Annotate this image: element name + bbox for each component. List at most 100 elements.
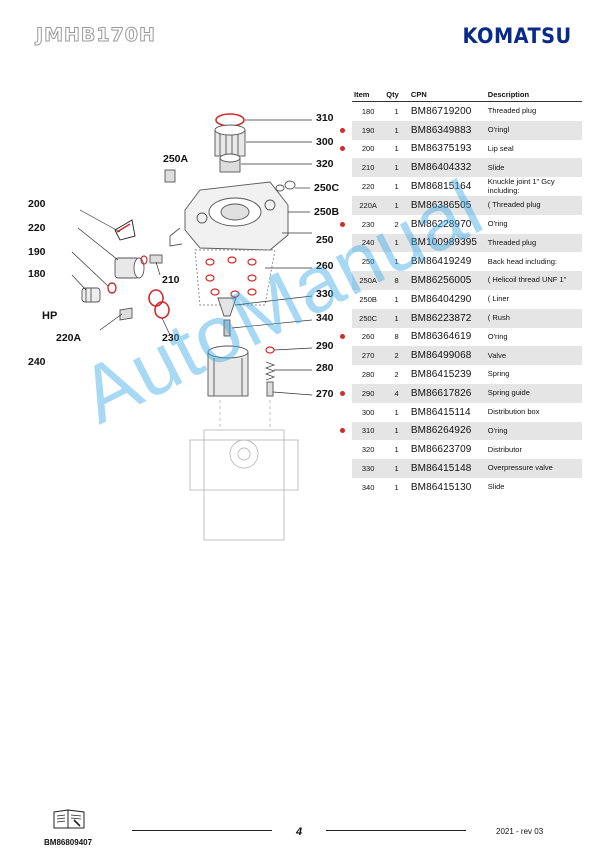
callout-label: 340	[316, 312, 334, 324]
qty-cell-text: 1	[394, 125, 399, 135]
cpn-cell-text: BM86719200	[410, 105, 472, 117]
cpn-cell-text: BM86256005	[410, 275, 472, 287]
qty-cell-text: 1	[394, 163, 399, 173]
item-cell-text: 190	[361, 125, 375, 135]
cpn-cell: BM86419249	[409, 252, 486, 271]
description-cell: Valve	[485, 346, 582, 366]
qty-cell-text: 8	[394, 276, 399, 286]
table-row: 270 2 BM86499068 Valve	[352, 346, 582, 366]
description-cell-text: Valve	[487, 350, 506, 360]
item-cell-text: 210	[361, 163, 375, 173]
item-cell-text: 250A	[359, 276, 377, 286]
oring-310	[215, 113, 245, 127]
description-cell: Spring guide	[485, 383, 582, 403]
item-cell-text: 270	[361, 351, 375, 361]
qty-cell: 1	[384, 421, 409, 441]
item-cell: 310	[340, 421, 385, 441]
item-cell-text: 280	[361, 370, 375, 380]
item-cell: 260	[340, 328, 384, 347]
description-cell-text: Distributor	[487, 444, 522, 454]
qty-cell: 1	[384, 252, 409, 271]
callout-label: 320	[316, 158, 334, 170]
qty-cell-text: 2	[394, 351, 399, 361]
item-cell: 220A	[352, 195, 385, 215]
item-cell-text: 260	[361, 332, 375, 342]
header-cpn: CPN	[408, 88, 486, 102]
callout-label: 180	[28, 268, 46, 280]
description-cell: Distribution box	[486, 403, 582, 422]
cpn-cell: BM86415239	[409, 365, 486, 384]
cpn-cell: BM86617826	[408, 383, 486, 403]
item-cell-text: 340	[361, 482, 375, 492]
qty-cell-text: 1	[394, 482, 399, 492]
qty-cell-text: 1	[394, 445, 399, 455]
cpn-cell: BM86256005	[408, 271, 486, 290]
cpn-cell-text: BM86223872	[410, 312, 472, 324]
callout-label: 230	[162, 332, 180, 344]
cpn-cell: BM86499068	[408, 346, 486, 366]
description-cell-text: Lip seal	[487, 143, 514, 153]
description-cell-text: Threaded plug	[487, 106, 537, 116]
item-cell: 220	[352, 177, 384, 196]
qty-cell: 2	[384, 346, 409, 366]
callout-label: 190	[28, 246, 46, 258]
qty-cell: 1	[384, 478, 409, 497]
helicoil-250a	[164, 169, 176, 183]
description-cell-text: O'ring	[487, 219, 508, 229]
qty-cell: 8	[384, 271, 409, 290]
item-cell: 290	[340, 383, 385, 403]
cpn-cell-text: BM86623709	[410, 444, 472, 456]
overpressure-valve-330	[217, 297, 237, 317]
cpn-cell: BM100989395	[408, 233, 486, 253]
oring-230-a	[148, 289, 164, 307]
exploded-diagram: 310 300 250A 320 250C 250B 200 220 190 1…	[20, 100, 350, 560]
callout-label: 250B	[314, 206, 340, 218]
slide-210	[149, 254, 163, 264]
cpn-cell: BM86815164	[409, 177, 486, 196]
item-cell-text: 250B	[359, 294, 377, 304]
item-cell-text: 220A	[359, 200, 377, 210]
qty-cell-text: 1	[394, 426, 399, 436]
description-cell-text: ( Rush	[487, 313, 510, 323]
cpn-cell: BM86719200	[409, 102, 486, 121]
description-cell: O'ring	[485, 421, 582, 441]
spring-280	[264, 361, 276, 381]
manual-book-icon	[53, 809, 85, 829]
cpn-cell: BM86375193	[409, 140, 486, 159]
cpn-cell-text: BM86499068	[410, 350, 472, 362]
item-cell: 210	[352, 158, 385, 178]
qty-cell: 4	[384, 383, 409, 403]
qty-cell: 1	[384, 120, 409, 140]
cpn-cell: BM86228970	[409, 215, 486, 234]
description-cell-text: Slide	[487, 482, 505, 492]
qty-cell-text: 1	[394, 257, 399, 267]
item-cell: 330	[352, 459, 385, 478]
cpn-cell-text: BM86375193	[410, 143, 472, 155]
qty-cell-text: 1	[394, 182, 399, 192]
item-cell: 300	[352, 403, 384, 422]
description-cell: Spring	[486, 365, 582, 384]
qty-cell-text: 1	[394, 464, 399, 474]
wear-part-marker-icon	[340, 428, 345, 434]
description-cell-text: Slide	[487, 162, 505, 172]
description-cell: ( Helicoil thread UNF 1"	[485, 271, 582, 290]
qty-cell-text: 1	[394, 144, 399, 154]
callout-label: 250	[316, 234, 334, 246]
description-cell-text: ( Threaded plug	[487, 200, 541, 210]
cpn-cell: BM86264926	[408, 421, 486, 441]
model-name: JMHB170H	[36, 24, 156, 47]
qty-cell: 1	[384, 233, 409, 253]
cpn-cell-text: BM86228970	[410, 218, 472, 230]
